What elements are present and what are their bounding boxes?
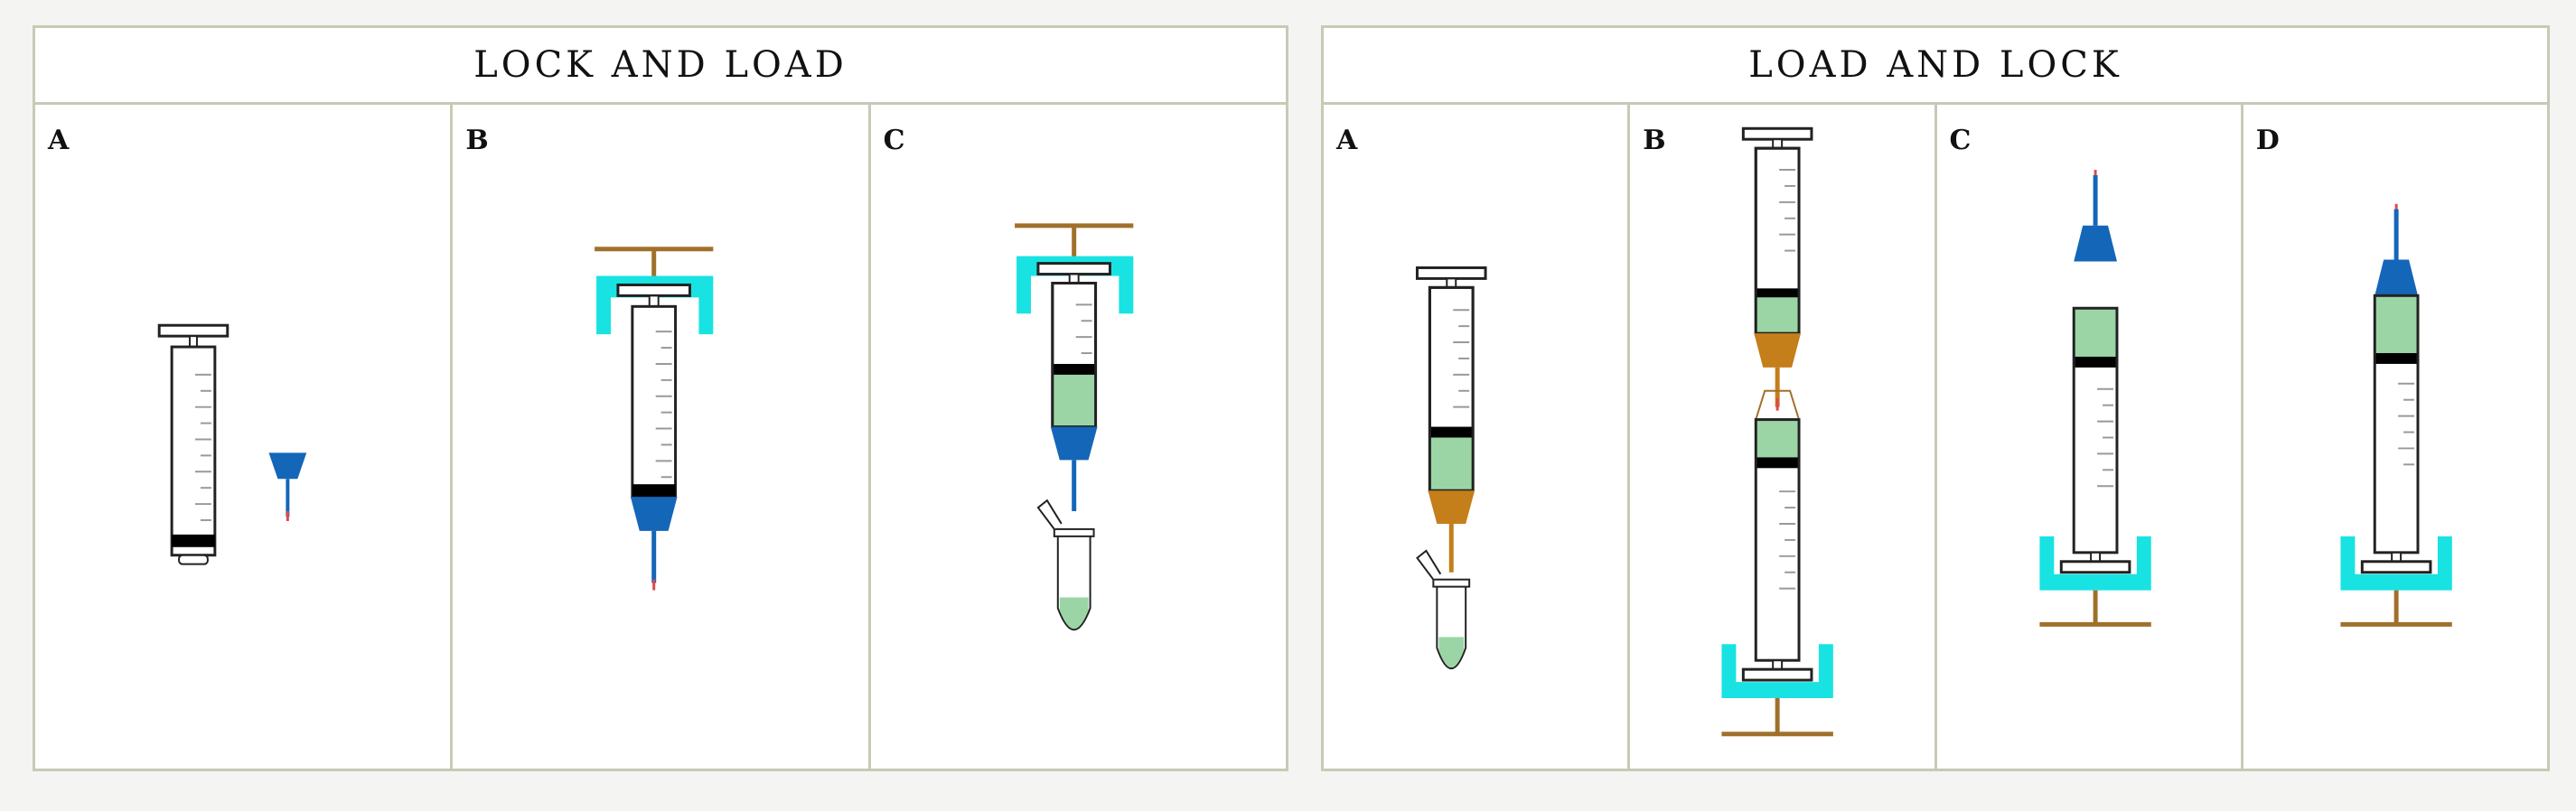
blue-tip	[268, 452, 307, 521]
syringe	[157, 323, 229, 565]
step-c-cell: C	[867, 105, 1286, 769]
stand	[1721, 697, 1834, 737]
step-label: C	[883, 125, 905, 156]
bottom-syringe	[1742, 418, 1813, 682]
load-and-lock-panel: LOAD AND LOCK A	[1321, 25, 2550, 771]
step-a-illustration	[157, 323, 307, 565]
step-label: D	[2255, 125, 2280, 156]
orange-tip	[1754, 333, 1802, 411]
syringe	[1036, 262, 1111, 429]
syringe	[2360, 294, 2432, 574]
step-b-cell: B	[1627, 105, 1934, 769]
step-b-cell: B	[450, 105, 867, 769]
syringe	[2059, 306, 2131, 574]
step-label: A	[1336, 125, 1358, 156]
collection-tube	[1036, 499, 1095, 630]
step-d-cell: D	[2240, 105, 2547, 769]
panel-title: LOAD AND LOCK	[1324, 28, 2547, 105]
syringe	[1415, 266, 1487, 492]
step-label: C	[1949, 125, 1972, 156]
syringe	[616, 283, 692, 499]
step-c-cell: C	[1934, 105, 2241, 769]
step-a-cell: A	[35, 105, 450, 769]
step-a-cell: A	[1324, 105, 1627, 769]
cyan-clamp	[2340, 536, 2452, 591]
stand	[2038, 590, 2151, 627]
stand	[2340, 590, 2452, 627]
step-b-illustration	[1721, 126, 1834, 737]
top-syringe	[1742, 126, 1813, 335]
step-d-illustration	[2340, 203, 2452, 627]
blue-tip	[631, 497, 678, 591]
step-b-illustration	[595, 247, 714, 591]
panel-title: LOCK AND LOAD	[35, 28, 1286, 105]
step-label: B	[1643, 125, 1666, 156]
blue-tip	[2374, 203, 2418, 296]
lock-and-load-panel: LOCK AND LOAD A	[33, 25, 1288, 771]
step-c-illustration	[2038, 170, 2151, 627]
step-label: A	[48, 125, 70, 156]
blue-tip	[1050, 426, 1098, 512]
step-label: B	[465, 125, 489, 156]
cyan-clamp	[1721, 644, 1834, 698]
blue-tip	[2073, 170, 2117, 262]
step-c-illustration	[1014, 223, 1133, 630]
orange-tip	[1428, 490, 1475, 573]
cyan-clamp	[2038, 536, 2151, 591]
collection-tube	[1416, 549, 1471, 669]
stand	[1014, 223, 1133, 260]
step-a-illustration	[1415, 266, 1487, 669]
